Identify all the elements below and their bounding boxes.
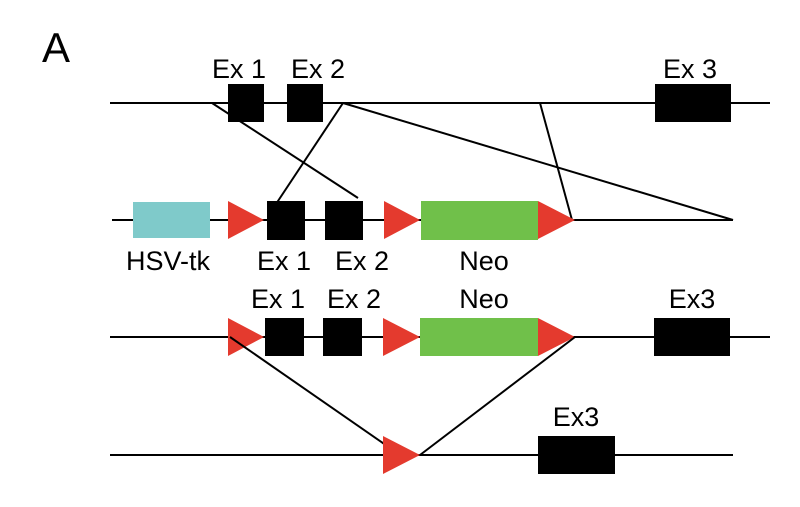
panel-label: A	[42, 24, 70, 71]
wt-exon-2	[287, 84, 323, 122]
crossover-lines-lower	[229, 336, 576, 456]
targeted-neo-label: Neo	[459, 284, 509, 314]
hsv-tk-label: HSV-tk	[126, 246, 211, 276]
loxp-site-1	[228, 201, 264, 239]
crossover-lines-upper	[211, 102, 734, 221]
wt-exon-1	[228, 84, 264, 122]
targeted-neo-cassette	[420, 318, 538, 356]
targeted-exon-3	[654, 318, 730, 356]
targeted-allele: Ex 1 Ex 2 Neo Ex3	[110, 284, 770, 356]
targeted-exon-2-label: Ex 2	[327, 284, 381, 314]
targeted-exon-2	[323, 318, 362, 356]
wt-exon-3	[655, 84, 731, 122]
wt-exon-3-label: Ex 3	[663, 54, 717, 84]
targeted-exon-1	[265, 318, 304, 356]
deleted-loxp	[383, 436, 420, 474]
deleted-allele: Ex3	[110, 402, 733, 474]
deleted-exon-3	[538, 436, 615, 474]
wt-exon-1-label: Ex 1	[212, 54, 266, 84]
hsv-tk-cassette	[133, 202, 210, 238]
targeted-loxp-3	[538, 318, 575, 356]
wt-exon-2-label: Ex 2	[291, 54, 345, 84]
targeting-vector: HSV-tk Ex 1 Ex 2 Neo	[112, 201, 733, 276]
vector-exon-1-label: Ex 1	[257, 246, 311, 276]
vector-exon-2-label: Ex 2	[335, 246, 389, 276]
deleted-exon-3-label: Ex3	[553, 402, 600, 432]
targeted-exon-3-label: Ex3	[669, 284, 716, 314]
targeted-loxp-1	[228, 318, 264, 356]
targeted-exon-1-label: Ex 1	[251, 284, 305, 314]
wild-type-locus: Ex 1 Ex 2 Ex 3	[110, 54, 770, 122]
loxp-site-3	[538, 201, 575, 239]
neo-cassette	[421, 201, 538, 240]
vector-neo-label: Neo	[459, 246, 509, 276]
vector-exon-2	[325, 201, 363, 240]
targeted-loxp-2	[383, 318, 420, 356]
vector-exon-1	[267, 201, 305, 240]
loxp-site-2	[384, 201, 420, 239]
